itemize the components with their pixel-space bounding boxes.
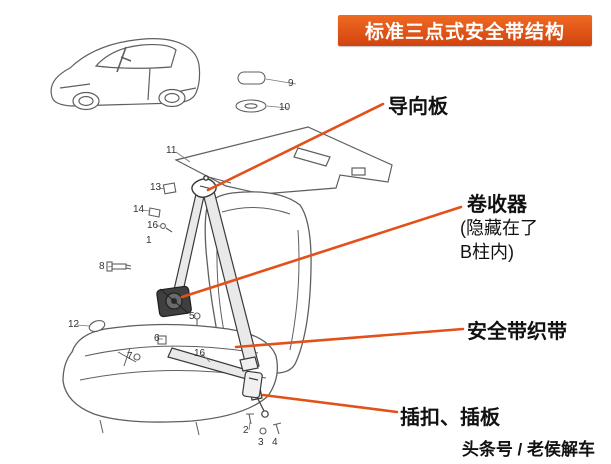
guide-plate [191, 175, 217, 198]
callout-lines [180, 102, 465, 414]
number-leaders [76, 78, 297, 431]
car-sketch [50, 38, 201, 111]
callout-line-retractor [180, 205, 463, 299]
buckle-assembly [239, 356, 269, 418]
retractor [156, 285, 192, 318]
title-text: 标准三点式安全带结构 [364, 22, 565, 43]
shelf-panel [174, 126, 393, 195]
title-banner: 标准三点式安全带结构 [338, 15, 592, 46]
watermark: 头条号 / 老侯解车 [461, 440, 595, 459]
label-retractor-note-2: B柱内) [460, 242, 514, 262]
label-guide-plate: 导向板 [388, 96, 448, 118]
callout-line-guide-plate [206, 102, 385, 192]
label-buckle: 插扣、插板 [400, 407, 500, 429]
label-retractor: 卷收器 [467, 194, 527, 216]
callout-line-webbing [234, 327, 465, 349]
callout-line-buckle [261, 393, 399, 414]
label-webbing: 安全带织带 [467, 321, 567, 343]
label-retractor-note-1: (隐藏在了 [460, 218, 538, 238]
